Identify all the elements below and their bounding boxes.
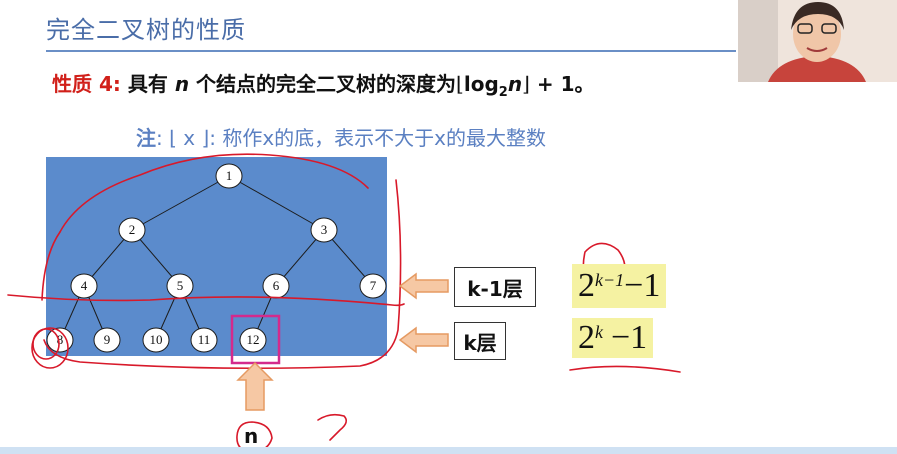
property-statement: 性质 4: 具有 n 个结点的完全二叉树的深度为⌊log2n⌋ + 1。 <box>52 68 595 100</box>
formula-k-minus-1-exp: k−1 <box>595 269 625 290</box>
level-k-minus-1-label: k-1层 <box>454 267 536 307</box>
log-text: log <box>463 72 499 96</box>
tree-node-label: 7 <box>370 278 377 293</box>
scribble-top <box>59 153 369 233</box>
level-k-label: k层 <box>454 322 506 360</box>
floor-right: ⌋ <box>522 72 530 96</box>
property-n: n <box>174 72 190 96</box>
tree-node-label: 1 <box>226 168 233 183</box>
tree-diagram-background <box>46 157 387 356</box>
formula-k-exp: k <box>595 321 603 342</box>
tree-node-label: 11 <box>198 332 211 347</box>
arrow-k-minus-1 <box>398 272 449 300</box>
tree-node-8: 8 <box>46 327 74 353</box>
tree-node-label: 8 <box>57 332 64 347</box>
tree-node-12: 12 <box>239 327 267 353</box>
log-base: 2 <box>498 85 508 100</box>
tree-node-label: 4 <box>81 278 88 293</box>
tree-node-label: 12 <box>247 332 260 347</box>
arrow-k <box>398 326 449 354</box>
title-divider <box>46 50 736 52</box>
note-line: 注: ⌊ x ⌋: 称作x的底，表示不大于x的最大整数 <box>136 122 546 151</box>
presenter-avatar <box>738 0 897 82</box>
note-text: : ⌊ x ⌋: 称作x的底，表示不大于x的最大整数 <box>156 126 547 150</box>
formula-k-tail: −1 <box>611 319 648 356</box>
underline-formula <box>569 365 681 373</box>
tree-node-label: 9 <box>104 332 111 347</box>
tree-node-label: 10 <box>150 332 163 347</box>
scribble-right <box>43 179 402 370</box>
tree-node-3: 3 <box>310 217 338 243</box>
tree-node-4: 4 <box>70 273 98 299</box>
formula-k-base: 2 <box>578 319 595 356</box>
tree-node-2: 2 <box>118 217 146 243</box>
circle-node-8-inner <box>32 328 60 360</box>
note-label: 注 <box>136 126 156 150</box>
floor-left: ⌊ <box>456 72 464 96</box>
scribble-left <box>41 231 61 301</box>
tree-node-6: 6 <box>262 273 290 299</box>
webcam-video <box>738 0 897 82</box>
bottom-strip <box>0 447 897 454</box>
tree-node-7: 7 <box>359 273 387 299</box>
tree-node-label: 5 <box>177 278 184 293</box>
property-text-b: 个结点的完全二叉树的深度为 <box>196 72 457 96</box>
tree-node-10: 10 <box>142 327 170 353</box>
scribble-mark <box>317 413 348 441</box>
slide-title: 完全二叉树的性质 <box>46 16 246 44</box>
tree-node-5: 5 <box>166 273 194 299</box>
property-label: 性质 4: <box>52 72 121 96</box>
tree-edges <box>59 175 374 341</box>
property-text-a: 具有 <box>127 72 168 96</box>
tree-node-9: 9 <box>93 327 121 353</box>
tree-node-label: 2 <box>129 222 136 237</box>
tree-node-label: 3 <box>321 222 328 237</box>
n-pointer-label: n <box>244 424 259 448</box>
tree-node-label: 6 <box>273 278 280 293</box>
floor-n: n <box>507 72 523 96</box>
arrow-up-pointer <box>236 361 274 411</box>
circle-node-8 <box>31 327 69 369</box>
edge-1-3 <box>228 175 325 231</box>
level-line <box>7 294 405 307</box>
edge-1-2 <box>131 175 230 231</box>
tree-node-11: 11 <box>190 327 218 353</box>
formula-k-minus-1-base: 2 <box>578 267 595 304</box>
property-tail: + 1。 <box>536 72 595 96</box>
tree-node-1: 1 <box>215 163 243 189</box>
formula-k-minus-1-tail: −1 <box>624 267 661 304</box>
